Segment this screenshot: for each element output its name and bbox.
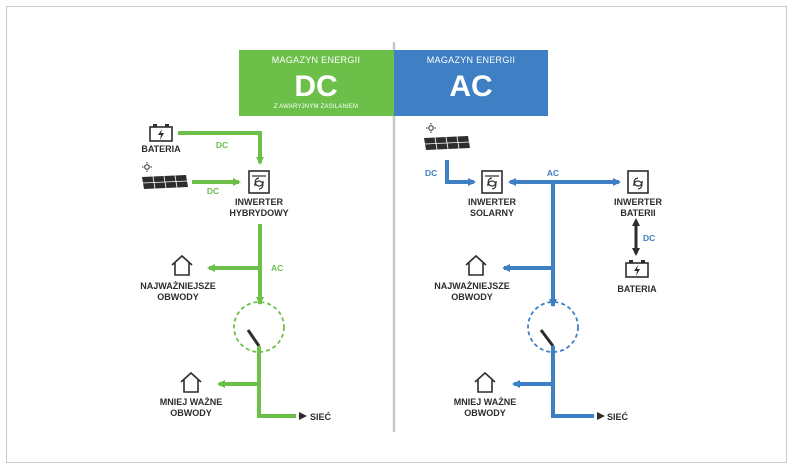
solar-inverter-icon (481, 170, 503, 194)
house-icon (180, 371, 202, 393)
left-critical-label-2: OBWODY (157, 292, 199, 302)
hybrid-inverter-label-2: HYBRYDOWY (229, 208, 288, 218)
right-solar-dc-line (445, 160, 476, 186)
right-less-label-1: MNIEJ WAŻNE (454, 397, 517, 407)
right-critical-label-1: NAJWAŻNIEJSZE (434, 281, 510, 291)
left-battery-label: BATERIA (141, 144, 181, 154)
right-transfer-switch (527, 301, 579, 353)
left-less-label-1: MNIEJ WAŻNE (160, 397, 223, 407)
solar-panel-icon (424, 123, 470, 150)
right-switch-lever (539, 329, 555, 347)
right-less-label-2: OBWODY (464, 408, 506, 418)
ac-header-small: MAGAZYN ENERGII (427, 55, 516, 65)
right-dc-tag-battery: DC (643, 233, 655, 243)
solar-inverter-label-2: SOLARNY (470, 208, 514, 218)
hybrid-inverter-icon (248, 170, 270, 194)
battery-inverter-icon (627, 170, 649, 194)
right-battery-label: BATERIA (617, 284, 657, 294)
right-dc-tag-solar: DC (425, 168, 437, 178)
ac-header-title: AC (449, 70, 492, 103)
ac-header: MAGAZYN ENERGII AC (394, 50, 548, 116)
solar-inverter-label-1: INWERTER (468, 197, 516, 207)
house-icon (474, 371, 496, 393)
battery-icon (625, 260, 649, 278)
house-icon (465, 254, 487, 276)
house-icon (171, 254, 193, 276)
left-critical-label-1: NAJWAŻNIEJSZE (140, 281, 216, 291)
right-critical-label-2: OBWODY (451, 292, 493, 302)
battery-inverter-label-2: BATERII (620, 208, 655, 218)
hybrid-inverter-label-1: INWERTER (235, 197, 283, 207)
left-less-label-2: OBWODY (170, 408, 212, 418)
dc-header-note: Z AWARYJNYM ZASILANIEM (274, 104, 359, 110)
dc-header-title: DC (294, 70, 337, 103)
left-transfer-switch (233, 301, 285, 353)
right-ac-tag: AC (547, 168, 559, 178)
left-grid-label: SIEĆ (310, 411, 332, 422)
left-dc-tag-1: DC (216, 140, 228, 150)
battery-inverter-label-1: INWERTER (614, 197, 662, 207)
battery-icon (149, 124, 173, 142)
left-switch-lever (246, 329, 261, 347)
dc-header-small: MAGAZYN ENERGII (272, 55, 361, 65)
right-grid-label: SIEĆ (607, 411, 629, 422)
left-battery-dc-line (178, 131, 264, 165)
left-ac-tag: AC (271, 263, 283, 273)
dc-header: MAGAZYN ENERGII DC Z AWARYJNYM ZASILANIE… (239, 50, 394, 116)
solar-panel-icon (142, 162, 188, 189)
left-dc-tag-2: DC (207, 186, 219, 196)
